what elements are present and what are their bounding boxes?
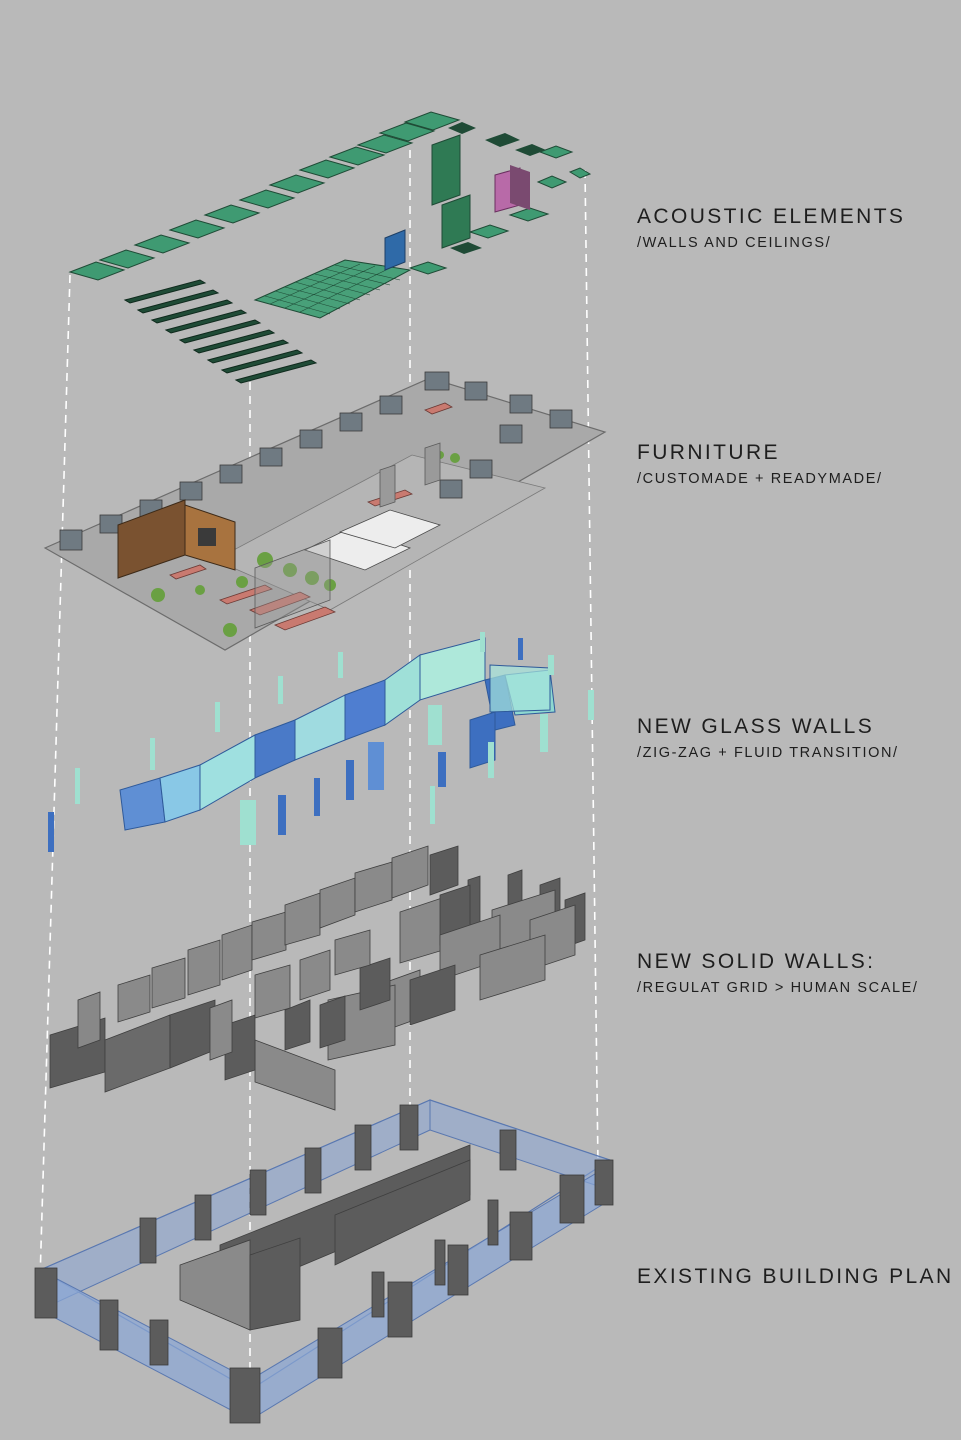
guide-lines [39, 150, 599, 1390]
ceiling-panels [68, 111, 592, 281]
layer-subtitle: /CUSTOMADE + READYMADE/ [637, 471, 883, 487]
layer-label-solid-walls: NEW SOLID WALLS: /REGULAT GRID > HUMAN S… [637, 950, 919, 996]
layer-label-existing-plan: EXISTING BUILDING PLAN [637, 1265, 954, 1289]
core-blocks [179, 1144, 471, 1331]
ceiling-panels-dark [448, 122, 546, 254]
acoustic-elements-layer [68, 111, 592, 384]
layer-label-acoustic: ACOUSTIC ELEMENTS /WALLS AND CEILINGS/ [637, 205, 905, 251]
plants [151, 451, 460, 637]
workstation-rows [59, 371, 573, 551]
solid-walls-layer [49, 845, 586, 1111]
acoustic-ceiling-grid [253, 259, 412, 319]
layer-title: EXISTING BUILDING PLAN [637, 1265, 954, 1288]
zigzag-glass-band [119, 637, 556, 831]
columns [34, 1104, 614, 1424]
acoustic-wall-panels [384, 134, 530, 271]
layer-subtitle: /ZIG-ZAG + FLUID TRANSITION/ [637, 745, 899, 761]
glass-fins [48, 632, 594, 852]
existing-building-layer [34, 1099, 614, 1424]
wood-storage-wall [117, 499, 236, 579]
acoustic-baffles [123, 279, 318, 384]
layer-title: NEW GLASS WALLS [637, 715, 875, 738]
white-desk-cluster [303, 509, 442, 571]
furniture-layer [43, 371, 607, 651]
layer-subtitle: /WALLS AND CEILINGS/ [637, 235, 832, 251]
glass-walls-layer [48, 632, 594, 852]
meeting-tables [169, 402, 453, 631]
layer-label-glass-walls: NEW GLASS WALLS /ZIG-ZAG + FLUID TRANSIT… [637, 715, 899, 761]
layer-subtitle: /REGULAT GRID > HUMAN SCALE/ [637, 980, 919, 996]
layer-label-furniture: FURNITURE /CUSTOMADE + READYMADE/ [637, 441, 883, 487]
layer-title: ACOUSTIC ELEMENTS [637, 205, 906, 228]
dividers [254, 442, 441, 629]
layer-title: FURNITURE [637, 441, 780, 464]
layer-title: NEW SOLID WALLS: [637, 950, 876, 973]
